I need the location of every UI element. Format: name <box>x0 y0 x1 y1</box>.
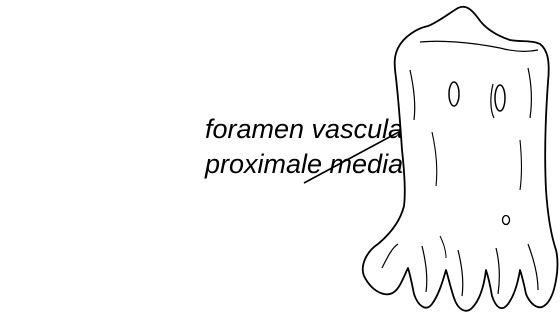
bone-outline <box>363 7 558 311</box>
